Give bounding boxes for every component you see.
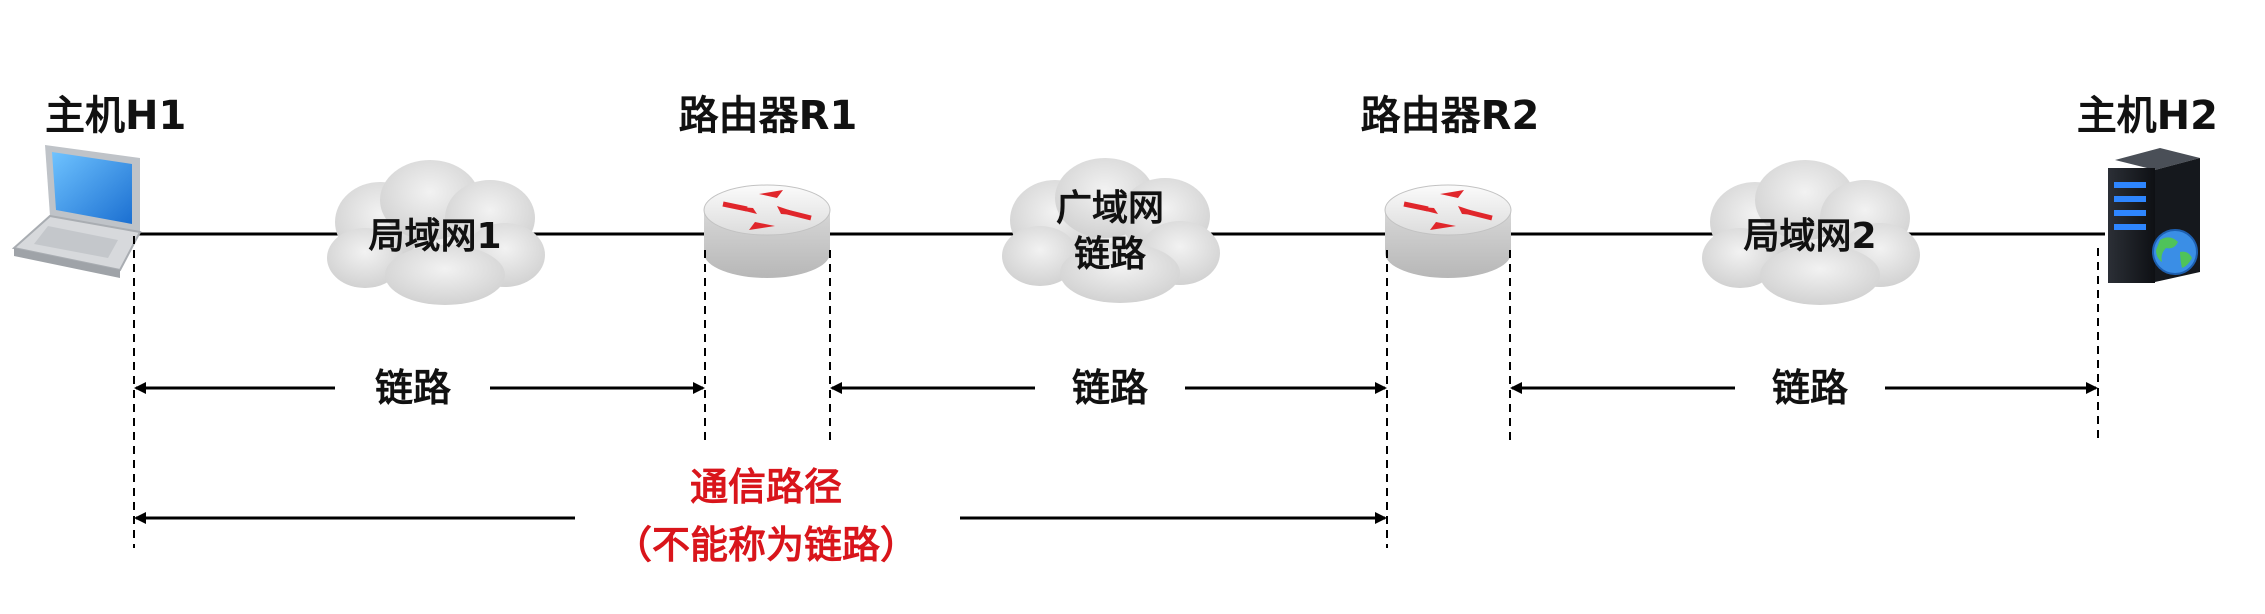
- path-label-line2: （不能称为链路）: [614, 523, 918, 567]
- server-icon: [2108, 148, 2200, 283]
- router-r1-icon: [703, 184, 831, 278]
- cloud-lan2-label: 局域网2: [1743, 216, 1876, 257]
- router-r2-label: 路由器R2: [1361, 93, 1540, 139]
- router-r2-icon: [1384, 184, 1512, 278]
- laptop-icon: [11, 145, 142, 278]
- path-label-line1: 通信路径: [690, 465, 842, 509]
- cloud-lan1-label: 局域网1: [368, 216, 501, 257]
- cloud-wan: [1002, 158, 1220, 303]
- link-label-2: 链路: [1072, 366, 1149, 410]
- link-label-1: 链路: [375, 366, 452, 410]
- router-r1-label: 路由器R1: [679, 93, 858, 139]
- host-h2-label: 主机H2: [2077, 93, 2218, 139]
- host-h1-label: 主机H1: [45, 93, 186, 139]
- link-label-3: 链路: [1772, 366, 1849, 410]
- cloud-wan-label-line2: 链路: [1074, 234, 1147, 275]
- cloud-wan-label-line1: 广域网: [1056, 188, 1164, 229]
